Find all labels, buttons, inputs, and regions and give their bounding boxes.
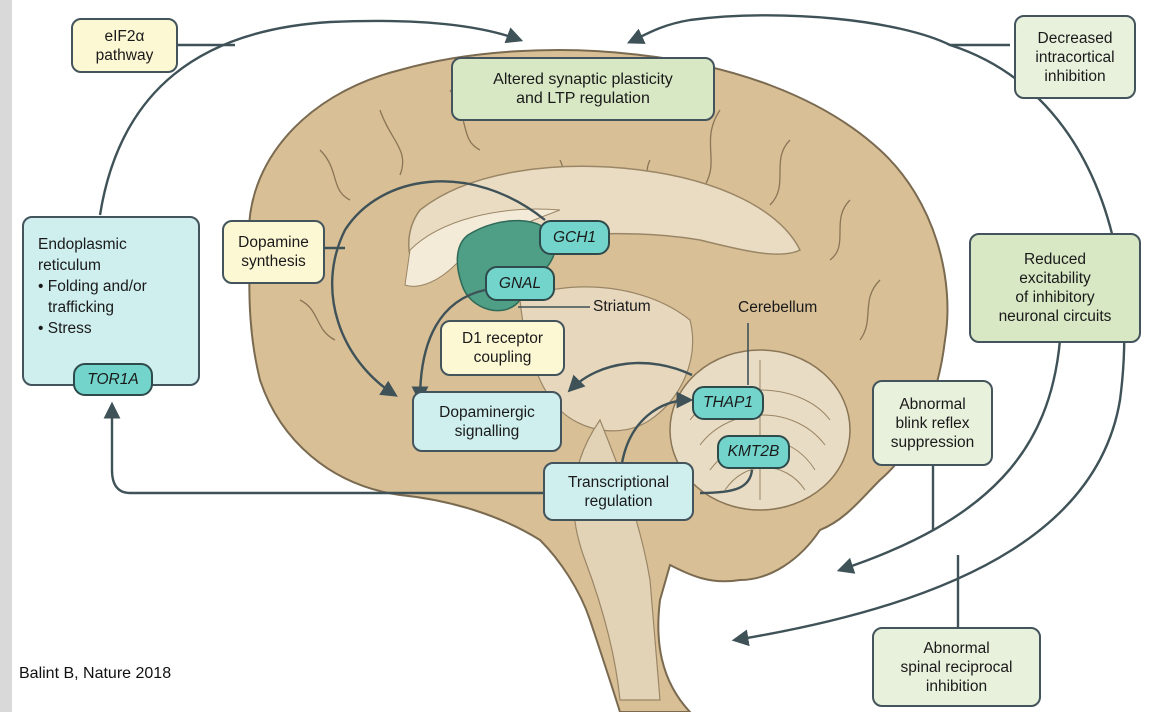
- d1-line-1: D1 receptor: [462, 329, 543, 348]
- er-item-1: • Folding and/or: [38, 276, 147, 297]
- d1-line-2: coupling: [474, 348, 532, 367]
- eif2a-line-1: eIF2α: [105, 27, 145, 46]
- excitability-line-3: of inhibitory: [1015, 288, 1094, 307]
- transcriptional-line-2: regulation: [584, 492, 652, 511]
- synaptic-plasticity-box: Altered synaptic plasticity and LTP regu…: [451, 57, 715, 121]
- dopamine-synthesis-box: Dopamine synthesis: [222, 220, 325, 284]
- dopaminergic-line-1: Dopaminergic: [439, 403, 535, 422]
- gene-tor1a: TOR1A: [73, 363, 153, 396]
- spinal-line-3: inhibition: [926, 677, 987, 696]
- excitability-line-2: excitability: [1019, 269, 1091, 288]
- thap1-label: THAP1: [703, 394, 753, 412]
- dopaminergic-signalling-box: Dopaminergic signalling: [412, 391, 562, 452]
- gch1-label: GCH1: [553, 229, 596, 247]
- eif2a-line-2: pathway: [96, 46, 154, 65]
- spinal-line-1: Abnormal: [923, 639, 989, 658]
- blink-line-3: suppression: [891, 433, 975, 452]
- blink-reflex-box: Abnormal blink reflex suppression: [872, 380, 993, 466]
- spinal-reciprocal-box: Abnormal spinal reciprocal inhibition: [872, 627, 1041, 707]
- cerebellum-label: Cerebellum: [738, 299, 817, 317]
- gnal-label: GNAL: [499, 275, 541, 293]
- gene-kmt2b: KMT2B: [717, 435, 790, 469]
- gene-thap1: THAP1: [692, 386, 764, 420]
- er-item-3: • Stress: [38, 318, 92, 339]
- plasticity-line-2: and LTP regulation: [516, 89, 650, 108]
- tor1a-label: TOR1A: [87, 371, 138, 389]
- endoplasmic-reticulum-box: Endoplasmic reticulum • Folding and/or t…: [22, 216, 200, 386]
- d1-receptor-box: D1 receptor coupling: [440, 320, 565, 376]
- intracortical-line-2: intracortical: [1035, 48, 1114, 67]
- excitability-line-1: Reduced: [1024, 250, 1086, 269]
- arc-intracortical-to-plasticity: [630, 15, 1010, 45]
- intracortical-inhibition-box: Decreased intracortical inhibition: [1014, 15, 1136, 99]
- intracortical-line-1: Decreased: [1038, 29, 1113, 48]
- reduced-excitability-box: Reduced excitability of inhibitory neuro…: [969, 233, 1141, 343]
- transcriptional-regulation-box: Transcriptional regulation: [543, 462, 694, 521]
- blink-line-1: Abnormal: [899, 395, 965, 414]
- gene-gch1: GCH1: [539, 220, 610, 255]
- synthesis-line-2: synthesis: [241, 252, 306, 271]
- er-item-2: trafficking: [38, 297, 114, 318]
- dopaminergic-line-2: signalling: [455, 422, 520, 441]
- striatum-label: Striatum: [593, 298, 651, 316]
- kmt2b-label: KMT2B: [728, 443, 780, 461]
- transcriptional-line-1: Transcriptional: [568, 473, 669, 492]
- spinal-line-2: spinal reciprocal: [901, 658, 1013, 677]
- intracortical-line-3: inhibition: [1044, 67, 1105, 86]
- blink-line-2: blink reflex: [895, 414, 969, 433]
- plasticity-line-1: Altered synaptic plasticity: [493, 70, 673, 89]
- citation-credit: Balint B, Nature 2018: [19, 665, 171, 683]
- er-title-2: reticulum: [38, 255, 101, 276]
- gene-gnal: GNAL: [485, 266, 555, 301]
- synthesis-line-1: Dopamine: [238, 233, 309, 252]
- eif2a-pathway-box: eIF2α pathway: [71, 18, 178, 73]
- excitability-line-4: neuronal circuits: [999, 307, 1112, 326]
- er-title-1: Endoplasmic: [38, 234, 127, 255]
